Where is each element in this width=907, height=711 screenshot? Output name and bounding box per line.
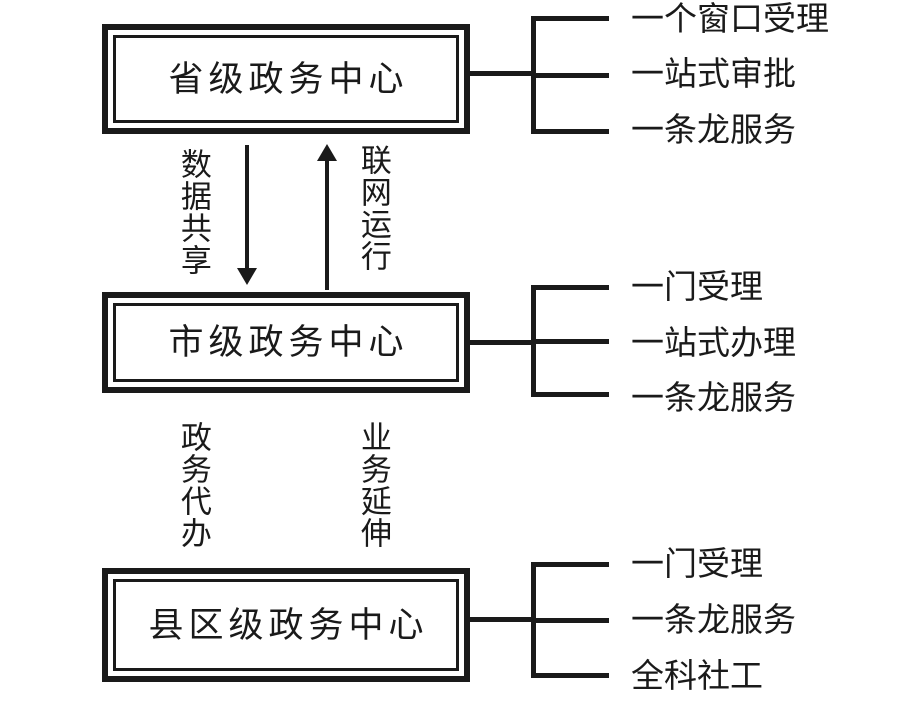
feature-province-2: 一站式审批 [631, 57, 796, 93]
bracket-county-arm-mid [531, 618, 609, 623]
bracket-county-arm-top [531, 562, 609, 567]
flow-label-data-sharing: 数据共享 [175, 148, 211, 276]
connector-province [468, 71, 534, 76]
connector-county [468, 617, 534, 622]
feature-city-2: 一站式办理 [631, 326, 796, 362]
bracket-city-arm-bottom [531, 392, 609, 397]
level-box-city-inner: 市级政务中心 [113, 303, 459, 382]
bracket-province-arm-bottom [531, 129, 609, 134]
level-box-county[interactable]: 县区级政务中心 [102, 568, 470, 682]
bracket-city-arm-top [531, 285, 609, 290]
flow-label-government-agency: 政务代办 [175, 421, 211, 549]
bracket-city-arm-mid [531, 339, 609, 344]
feature-city-3: 一条龙服务 [631, 381, 796, 417]
feature-county-2: 一条龙服务 [631, 603, 796, 639]
feature-city-1: 一门受理 [631, 270, 763, 306]
bracket-city [531, 285, 609, 397]
flow-label-network-operation: 联网运行 [355, 144, 391, 272]
flow-arrow-data-sharing [237, 145, 257, 285]
feature-county-1: 一门受理 [631, 547, 763, 583]
feature-county-3: 全科社工 [631, 659, 763, 695]
arrow-shaft [245, 145, 249, 272]
bracket-county [531, 562, 609, 678]
level-box-city-label: 市级政务中心 [168, 323, 409, 362]
arrow-shaft [325, 157, 329, 290]
connector-city [468, 340, 534, 345]
bracket-province [531, 16, 609, 134]
bracket-county-arm-bottom [531, 673, 609, 678]
level-box-city[interactable]: 市级政务中心 [102, 292, 470, 393]
flow-arrow-network-operation [317, 144, 337, 290]
level-box-province-label: 省级政务中心 [168, 59, 409, 99]
feature-province-1: 一个窗口受理 [631, 2, 829, 38]
level-box-province[interactable]: 省级政务中心 [102, 24, 470, 134]
flow-label-business-extension: 业务延伸 [355, 421, 391, 549]
level-box-county-label: 县区级政务中心 [148, 605, 429, 645]
level-box-province-inner: 省级政务中心 [113, 35, 459, 123]
feature-province-3: 一条龙服务 [631, 113, 796, 149]
level-box-county-inner: 县区级政务中心 [113, 579, 459, 671]
arrow-head-down [237, 268, 257, 285]
bracket-province-arm-top [531, 16, 609, 21]
bracket-province-arm-mid [531, 73, 609, 78]
arrow-head-up [317, 144, 337, 161]
